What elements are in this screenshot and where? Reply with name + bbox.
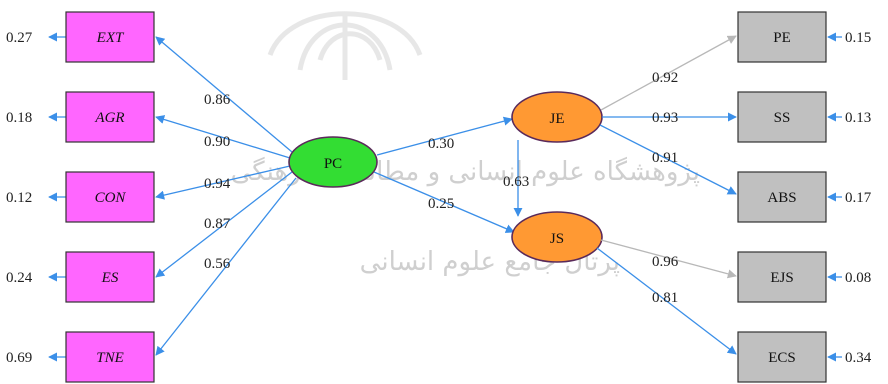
error-ecs: 0.34 [845, 350, 872, 366]
right-error-values: 0.15 0.13 0.17 0.08 0.34 [845, 30, 872, 366]
label-tne: TNE [96, 350, 124, 366]
loading-ss: 0.93 [652, 110, 678, 126]
box-ecs [737, 331, 827, 383]
left-loading-values: 0.86 0.90 0.94 0.87 0.56 [204, 92, 231, 272]
label-pe: PE [773, 30, 791, 46]
right-loading-values: 0.92 0.93 0.91 0.96 0.81 [652, 70, 679, 306]
error-tne: 0.69 [6, 350, 32, 366]
error-ejs: 0.08 [845, 270, 871, 286]
loading-agr: 0.90 [204, 134, 230, 150]
path-pc-js-value: 0.25 [428, 196, 454, 212]
arrow-pc-ext [155, 36, 293, 153]
loading-ejs: 0.96 [652, 254, 679, 270]
label-js: JS [550, 231, 564, 247]
arrow-je-abs [599, 124, 737, 195]
right-indicator-labels: PE SS ABS EJS ECS [767, 30, 796, 366]
loading-ext: 0.86 [204, 92, 231, 108]
left-indicator-boxes [65, 11, 155, 383]
arrow-je-pe [600, 35, 737, 111]
error-pe: 0.15 [845, 30, 871, 46]
label-ext: EXT [96, 30, 125, 46]
arrow-js-ejs [600, 239, 737, 279]
right-indicator-boxes [737, 11, 827, 383]
arrow-pc-agr [155, 115, 291, 159]
latent-pc: PC [288, 136, 378, 188]
box-con [65, 171, 155, 223]
path-je-js-value: 0.63 [503, 174, 529, 190]
box-ss [737, 91, 827, 143]
label-ecs: ECS [768, 350, 796, 366]
box-pe [737, 11, 827, 63]
label-je: JE [550, 111, 565, 127]
label-pc: PC [324, 156, 342, 172]
right-loading-arrows [596, 35, 737, 355]
arrow-pc-con [155, 165, 291, 200]
ellipse-pc [288, 136, 378, 188]
latent-js: JS [511, 211, 603, 263]
arrow-pc-je [376, 116, 513, 156]
box-ext [65, 11, 155, 63]
loading-pe: 0.92 [652, 70, 678, 86]
left-error-values: 0.27 0.18 0.12 0.24 0.69 [6, 30, 33, 366]
arrow-js-ecs [596, 247, 737, 355]
loading-ecs: 0.81 [652, 290, 678, 306]
label-agr: AGR [94, 110, 124, 126]
latent-je: JE [511, 91, 603, 143]
box-abs [737, 171, 827, 223]
arrow-pc-es [155, 171, 293, 278]
error-abs: 0.17 [845, 190, 872, 206]
left-indicator-labels: EXT AGR CON ES TNE [94, 30, 126, 366]
error-ext: 0.27 [6, 30, 33, 46]
loading-con: 0.94 [204, 176, 231, 192]
box-tne [65, 331, 155, 383]
label-ejs: EJS [770, 270, 793, 286]
arrow-pc-tne [155, 177, 297, 356]
pc-loading-arrows [155, 36, 297, 356]
loading-tne: 0.56 [204, 256, 231, 272]
loading-abs: 0.91 [652, 150, 678, 166]
label-con: CON [95, 190, 127, 206]
box-es [65, 251, 155, 303]
ellipse-js [511, 211, 603, 263]
label-es: ES [101, 270, 119, 286]
label-abs: ABS [767, 190, 796, 206]
structural-values: 0.30 0.25 0.63 [428, 136, 529, 212]
error-con: 0.12 [6, 190, 32, 206]
loading-es: 0.87 [204, 216, 231, 232]
error-agr: 0.18 [6, 110, 32, 126]
label-ss: SS [774, 110, 791, 126]
left-error-arrows [48, 32, 66, 362]
box-ejs [737, 251, 827, 303]
arrow-pc-js [373, 171, 515, 233]
watermark-emblem [267, 11, 423, 80]
box-agr [65, 91, 155, 143]
error-es: 0.24 [6, 270, 33, 286]
right-error-arrows [827, 32, 842, 362]
error-ss: 0.13 [845, 110, 871, 126]
structural-arrows [373, 116, 523, 233]
path-pc-je-value: 0.30 [428, 136, 454, 152]
